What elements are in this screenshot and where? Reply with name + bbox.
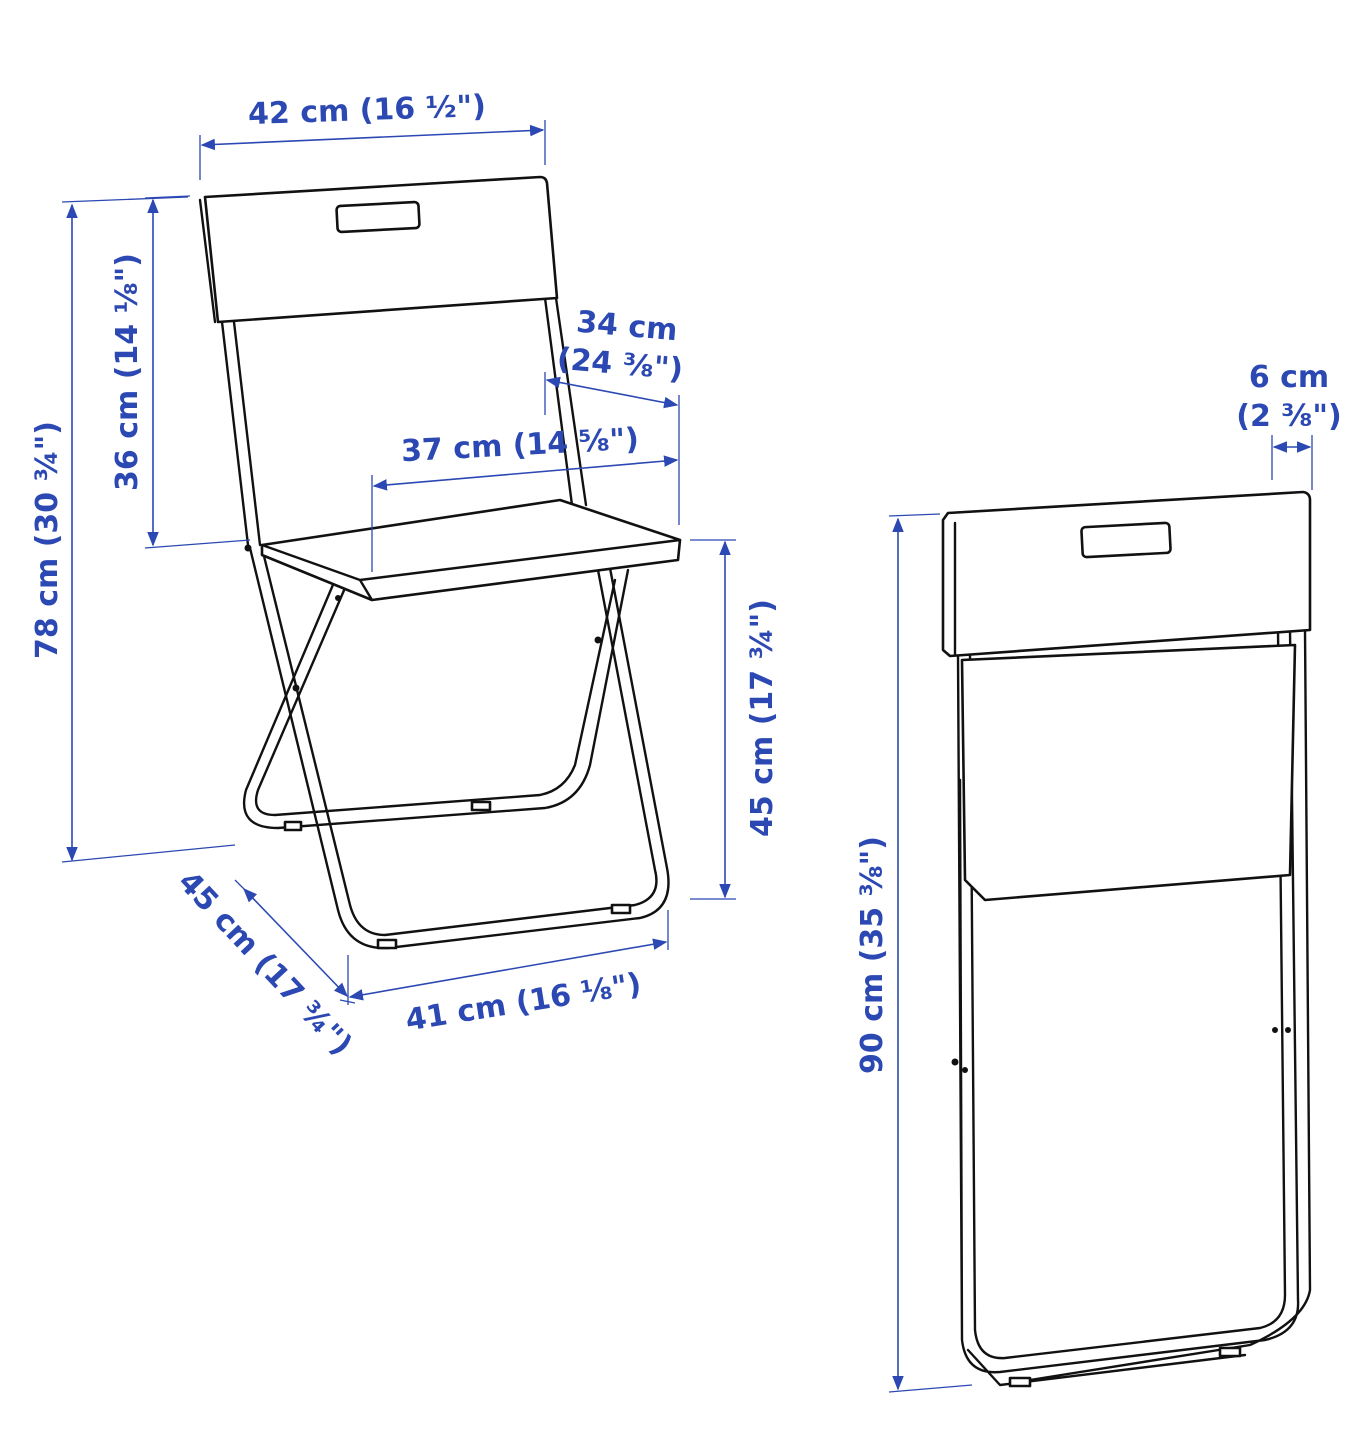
dimension-backrest-width: 42 cm (16 ½") (199, 89, 546, 180)
dimension-folded-thickness: 6 cm (2 ⅜") (1236, 360, 1342, 490)
foot (283, 820, 303, 832)
label-backrest-width: 42 cm (16 ½") (247, 89, 486, 132)
unfolded-chair-drawing (198, 175, 682, 950)
label-depth: 45 cm (17 ¾") (171, 865, 359, 1063)
foot (376, 938, 398, 950)
rear-frame (242, 568, 630, 830)
folded-legs (956, 628, 1312, 1387)
dimension-folded-height: 90 cm (35 ⅜") (855, 513, 973, 1393)
label-seat-depth-in: (24 ⅜") (556, 342, 685, 388)
label-folded-thickness-cm: 6 cm (1249, 360, 1329, 395)
label-backrest-height: 36 cm (14 ⅛") (110, 253, 145, 491)
foot (1008, 1376, 1032, 1388)
handle-slot (335, 200, 421, 234)
folded-backrest (941, 490, 1312, 658)
dimension-depth: 45 cm (17 ¾") (171, 865, 359, 1063)
backrest (203, 175, 559, 324)
foot (610, 903, 632, 915)
handle-slot (1080, 521, 1172, 559)
label-seat-height: 45 cm (17 ¾") (745, 599, 780, 837)
label-folded-thickness-in: (2 ⅜") (1236, 399, 1341, 434)
foot (1218, 1346, 1242, 1358)
label-folded-height: 90 cm (35 ⅜") (855, 836, 890, 1074)
dimension-seat-height: 45 cm (17 ¾") (690, 539, 780, 900)
folded-seat (960, 643, 1297, 902)
rear-leg-left (220, 320, 262, 547)
dimension-width: 41 cm (16 ⅛") (347, 910, 669, 1039)
label-seat-width: 37 cm (14 ⅝") (400, 422, 639, 469)
foot (470, 800, 492, 812)
dimension-backrest-height: 36 cm (14 ⅛") (110, 195, 251, 549)
dimension-total-height: 78 cm (30 ¾") (30, 196, 236, 863)
label-width: 41 cm (16 ⅛") (403, 967, 644, 1039)
label-seat-depth-cm: 34 cm (575, 305, 679, 349)
folded-chair-drawing (941, 490, 1312, 1388)
seat (260, 498, 682, 602)
dimension-seat-depth: 34 cm (24 ⅜") (544, 305, 685, 525)
front-frame (248, 546, 670, 950)
label-total-height: 78 cm (30 ¾") (30, 421, 65, 659)
